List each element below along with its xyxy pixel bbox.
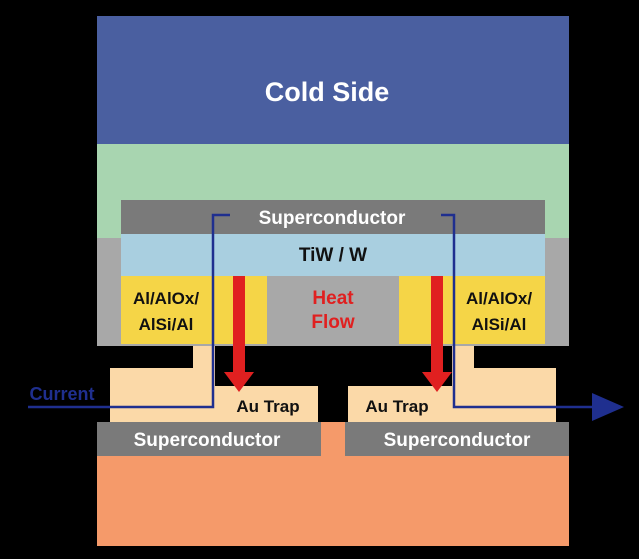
- right-al-junction: [399, 276, 545, 344]
- top-superconductor: [121, 200, 545, 234]
- left-al-label-line1: Al/AlOx/: [133, 289, 199, 308]
- top-superconductor-label: Superconductor: [259, 208, 406, 229]
- cold-side-label: Cold Side: [265, 77, 390, 107]
- heat-flow-label-line2: Flow: [311, 312, 354, 333]
- bottom-left-superconductor: [97, 422, 321, 456]
- left-au-trap-label: Au Trap: [236, 397, 299, 416]
- right-au-trap: [348, 386, 556, 422]
- cold-side-block: [97, 16, 569, 144]
- bottom-right-superconductor-label: Superconductor: [384, 430, 531, 451]
- tiw-label: TiW / W: [299, 245, 367, 266]
- right-au-trap-label: Au Trap: [365, 397, 428, 416]
- left-au-trap-upper: [110, 368, 215, 388]
- substrate-gap: [321, 422, 345, 456]
- right-heat-arrow-head: [422, 372, 452, 392]
- right-al-label-line1: Al/AlOx/: [466, 289, 532, 308]
- bottom-right-superconductor: [345, 422, 569, 456]
- heat-flow-label-line1: Heat: [312, 288, 354, 309]
- current-path-in: [28, 213, 230, 409]
- right-heat-arrow-shaft: [431, 276, 443, 374]
- current-arrow-head: [592, 393, 624, 421]
- current-path-out: [441, 213, 598, 409]
- current-label: Current: [29, 384, 94, 404]
- left-heat-arrow-shaft: [233, 276, 245, 374]
- left-heat-arrow-head: [224, 372, 254, 392]
- substrate-hot-side: [97, 456, 569, 546]
- bottom-left-superconductor-label: Superconductor: [134, 430, 281, 451]
- left-al-label-line2: AlSi/Al: [139, 315, 194, 334]
- right-au-trap-upper: [452, 368, 556, 388]
- tiw-layer: [121, 234, 545, 276]
- right-al-label-line2: AlSi/Al: [472, 315, 527, 334]
